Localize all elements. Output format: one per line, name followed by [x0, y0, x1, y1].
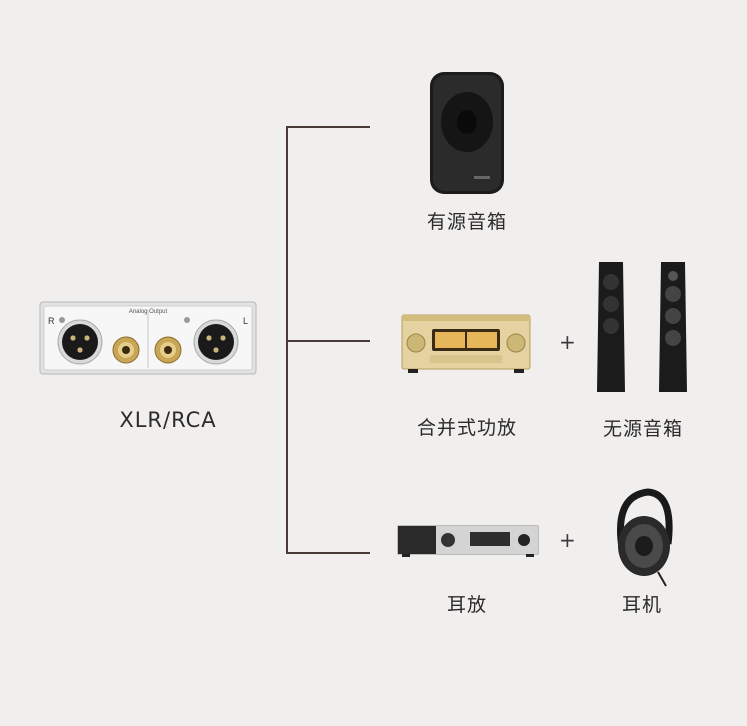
connector-branch-3: [286, 552, 370, 554]
right-channel-marker: R: [48, 316, 55, 326]
xlr-connector-left: [193, 319, 239, 365]
analog-output-panel: Analog Output R L: [39, 301, 257, 375]
output-3-companion-label: 耳机: [621, 594, 662, 616]
output-1-device-label: 有源音箱: [426, 211, 507, 233]
left-channel-marker: L: [243, 316, 248, 326]
rca-connector-right: [112, 336, 140, 364]
headphones-image: [617, 488, 673, 587]
plus-sign-2: +: [559, 330, 576, 354]
panel-title: Analog Output: [129, 309, 168, 315]
output-2-device-label: 合并式功放: [416, 417, 517, 439]
source-label: XLR/RCA: [119, 408, 217, 432]
connector-branch-2: [286, 340, 370, 342]
active-speaker-image: [430, 72, 504, 194]
output-2-companion-label: 无源音箱: [602, 418, 683, 440]
xlr-connector-right: [57, 319, 103, 365]
rca-connector-left: [154, 336, 182, 364]
headphone-amplifier-image: [397, 525, 539, 557]
integrated-amplifier-image: [401, 314, 531, 373]
passive-speakers-image: [597, 262, 687, 392]
connector-branch-1: [286, 126, 370, 128]
output-3-device-label: 耳放: [446, 594, 487, 616]
plus-sign-3: +: [559, 528, 576, 552]
